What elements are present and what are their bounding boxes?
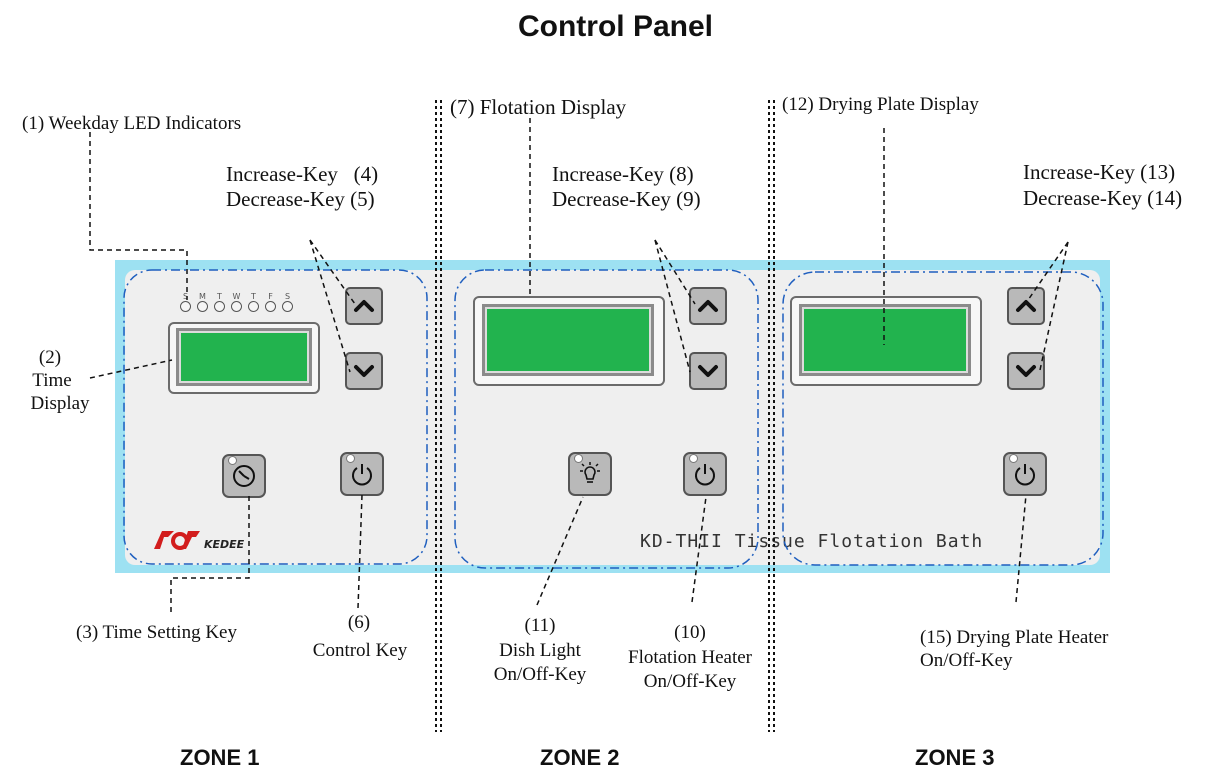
weekday-letter: T: [251, 292, 256, 301]
decrease-key-zone3[interactable]: [1007, 352, 1045, 390]
increase-key-zone1[interactable]: [345, 287, 383, 325]
weekday-led: [214, 301, 225, 312]
label-control-key: Control Key: [312, 640, 408, 661]
leader-13b: [1039, 241, 1069, 371]
chevron-up-icon: [354, 300, 374, 312]
zone-1-label: ZONE 1: [180, 745, 260, 770]
zone-2-label: ZONE 2: [540, 745, 620, 770]
leader-8b: [654, 239, 691, 373]
brand-name: KEDEE: [204, 538, 245, 551]
light-bulb-icon: [580, 462, 600, 483]
label-control-key-number: (6): [347, 612, 371, 633]
weekday-led-row: S M T W T F S: [180, 292, 293, 312]
label-flotation-heater-number: (10): [674, 622, 706, 643]
kedee-logo: KEDEE: [152, 527, 244, 551]
weekday-letter: W: [232, 292, 241, 301]
weekday-letter: M: [199, 292, 206, 301]
drying-plate-display: [799, 304, 971, 376]
leader-4a: [309, 239, 356, 305]
leader-11: [536, 496, 584, 606]
page-title: Control Panel: [517, 10, 713, 43]
label-drying-plate-heater-line1: (15) Drying Plate Heater: [920, 627, 1109, 648]
label-drying-plate-heater-line2: On/Off-Key: [920, 650, 1013, 671]
key-indicator-led: [1009, 454, 1018, 463]
weekday-letter: S: [284, 292, 291, 301]
label-dish-light-line1: Dish Light: [499, 640, 581, 661]
label-increase-key-13: Increase-Key (13): [1023, 160, 1176, 184]
leader-6: [357, 494, 363, 609]
chevron-down-icon: [1016, 365, 1036, 377]
label-drying-plate-display: (12) Drying Plate Display: [782, 94, 979, 115]
weekday-led: [180, 301, 191, 312]
label-increase-key-8: Increase-Key (8): [552, 162, 694, 186]
zone3-outline: [782, 271, 1104, 566]
weekday-led: [248, 301, 259, 312]
label-flotation-display: (7) Flotation Display: [450, 95, 627, 119]
key-indicator-led: [228, 456, 237, 465]
time-setting-key[interactable]: [222, 454, 266, 498]
label-increase-key-4: Increase-Key (4): [226, 162, 379, 186]
label-decrease-key-5: Decrease-Key (5): [226, 187, 375, 211]
label-flotation-heater-line1: Flotation Heater: [628, 647, 752, 668]
weekday-letter: F: [268, 292, 273, 301]
leader-10: [691, 496, 707, 603]
label-dish-light-line2: On/Off-Key: [493, 664, 587, 685]
label-time-setting-key: (3) Time Setting Key: [76, 622, 237, 643]
label-time-display-number: (2): [38, 347, 62, 368]
time-display: [176, 328, 312, 386]
power-icon: [1015, 464, 1035, 486]
model-text: KD-THII Tissue Flotation Bath: [640, 531, 984, 552]
key-indicator-led: [689, 454, 698, 463]
brand-logo-icon: [154, 531, 200, 550]
leader-13a: [1025, 241, 1069, 304]
label-decrease-key-14: Decrease-Key (14): [1023, 186, 1183, 210]
leader-2: [89, 359, 173, 379]
power-icon: [695, 464, 715, 486]
key-indicator-led: [346, 454, 355, 463]
decrease-key-zone2[interactable]: [689, 352, 727, 390]
zone2-outline: [454, 269, 759, 569]
leader-4b: [309, 239, 351, 373]
chevron-down-icon: [354, 365, 374, 377]
leader-15: [1015, 494, 1027, 603]
increase-key-zone2[interactable]: [689, 287, 727, 325]
weekday-led: [231, 301, 242, 312]
weekday-letter: T: [217, 292, 222, 301]
label-weekday-led-indicators: (1) Weekday LED Indicators: [22, 113, 242, 134]
flotation-display: [482, 304, 654, 376]
weekday-led: [265, 301, 276, 312]
zone1-outline: [123, 269, 428, 565]
label-dish-light-number: (11): [524, 615, 556, 636]
chevron-up-icon: [698, 300, 718, 312]
weekday-led: [282, 301, 293, 312]
weekday-letter: S: [182, 292, 189, 301]
leader-3: [170, 495, 250, 612]
chevron-down-icon: [698, 365, 718, 377]
power-icon: [352, 464, 372, 486]
increase-key-zone3[interactable]: [1007, 287, 1045, 325]
label-time-display-line1: Time: [32, 370, 72, 391]
key-indicator-led: [574, 454, 583, 463]
leader-8a: [654, 239, 696, 305]
clock-icon: [233, 465, 255, 487]
leader-1: [89, 132, 188, 300]
zone-3-label: ZONE 3: [915, 745, 995, 770]
label-time-display-line2: Display: [30, 393, 90, 414]
decrease-key-zone1[interactable]: [345, 352, 383, 390]
label-decrease-key-9: Decrease-Key (9): [552, 187, 701, 211]
weekday-led: [197, 301, 208, 312]
label-flotation-heater-line2: On/Off-Key: [643, 671, 737, 692]
